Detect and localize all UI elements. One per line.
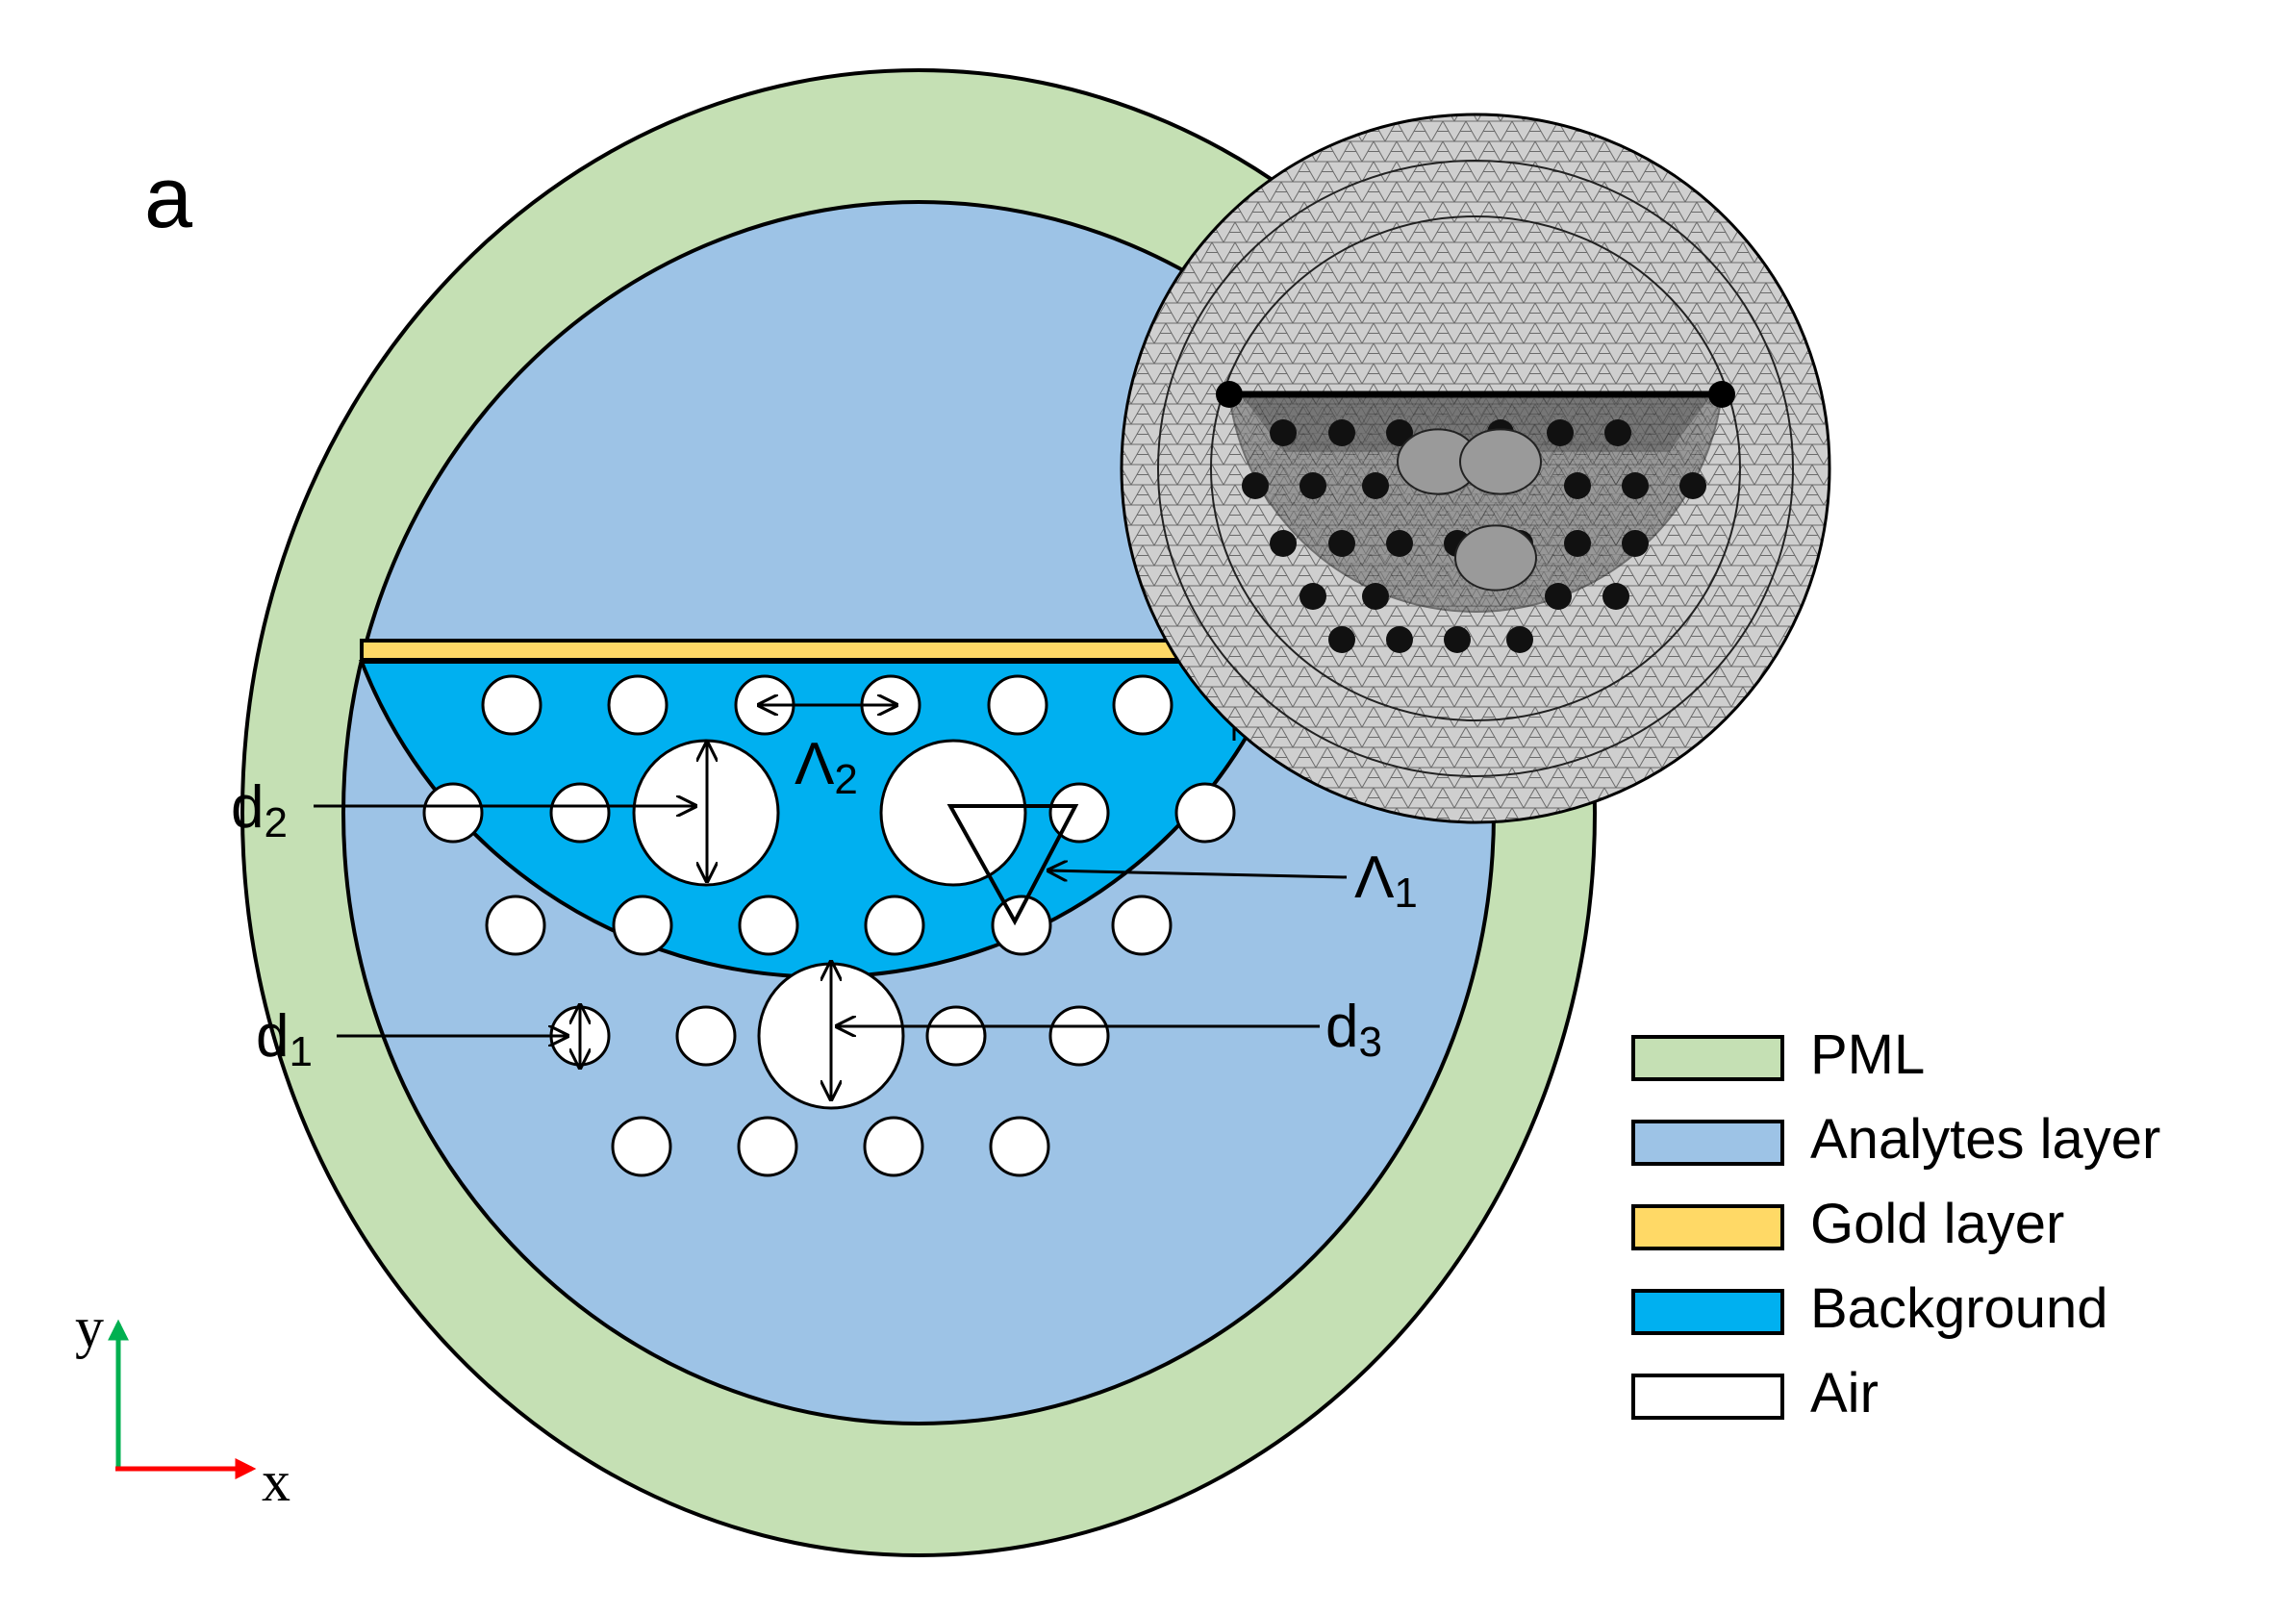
air-hole [1111, 895, 1173, 956]
d3-label: d3 [1325, 994, 1382, 1066]
mesh-hole [1328, 419, 1355, 446]
air-hole [863, 1116, 924, 1177]
mesh-hole [1545, 583, 1572, 610]
legend-item: Air [1631, 1362, 1879, 1425]
legend-label: PML [1810, 1023, 1925, 1086]
mesh-image [1122, 114, 1829, 822]
legend-swatch [1631, 1289, 1784, 1335]
mesh-hole [1386, 626, 1413, 653]
d1-label: d1 [256, 1003, 313, 1075]
mesh-hole [1362, 472, 1389, 499]
mesh-large-hole [1454, 524, 1537, 592]
lambda1-triangle [946, 804, 1079, 926]
air-hole [1048, 782, 1110, 844]
mesh-hole [1564, 530, 1591, 557]
air-hole [675, 1005, 737, 1067]
legend-swatch [1631, 1120, 1784, 1166]
air-hole [612, 895, 673, 956]
air-hole [1048, 1005, 1110, 1067]
lambda1-leader [1048, 870, 1348, 877]
legend-item: Analytes layer [1631, 1108, 2160, 1171]
mesh-hole [1386, 419, 1413, 446]
mesh-hole [1547, 419, 1574, 446]
lambda1-label: Λ1 [1354, 845, 1418, 917]
air-hole [607, 674, 669, 736]
air-hole [1112, 674, 1173, 736]
mesh-hole [1270, 530, 1297, 557]
panel-b: b [1120, 113, 1831, 824]
air-hole [987, 674, 1048, 736]
legend-label: Analytes layer [1810, 1108, 2160, 1171]
air-hole [481, 674, 542, 736]
legend-item: PML [1631, 1023, 1925, 1086]
mesh-hole [1564, 472, 1591, 499]
air-hole [549, 782, 611, 844]
mesh-holes [1242, 419, 1706, 653]
mesh-hole [1362, 583, 1389, 610]
air-hole [422, 782, 484, 844]
legend-item: Background [1631, 1277, 2108, 1340]
air-hole [737, 1116, 798, 1177]
legend-label: Background [1810, 1277, 2108, 1340]
mesh-hole [1270, 419, 1297, 446]
mesh-hole [1679, 472, 1706, 499]
mesh-hole [1242, 472, 1269, 499]
air-hole [864, 895, 925, 956]
mesh-hole [1602, 583, 1629, 610]
legend-label: Gold layer [1810, 1193, 2064, 1255]
x-axis-label: x [262, 1450, 290, 1513]
y-axis-label: y [75, 1296, 104, 1359]
mesh-hole [1506, 626, 1533, 653]
air-hole [485, 895, 546, 956]
mesh-boundary [1120, 113, 1831, 824]
d2-label: d2 [231, 774, 288, 846]
air-hole [989, 1116, 1050, 1177]
mesh-hole [1622, 530, 1649, 557]
mesh-hole [1328, 626, 1355, 653]
legend-swatch [1631, 1035, 1784, 1081]
legend-label: Air [1810, 1362, 1879, 1425]
lambda2-label: Λ2 [795, 731, 858, 803]
air-hole [1174, 782, 1236, 844]
legend-swatch [1631, 1374, 1784, 1420]
mesh-hole [1386, 530, 1413, 557]
air-hole [738, 895, 799, 956]
mesh-hole [1328, 530, 1355, 557]
air-hole [925, 1005, 987, 1067]
mesh-large-hole [1459, 428, 1542, 495]
mesh-hole [1444, 626, 1471, 653]
legend-swatch [1631, 1204, 1784, 1250]
air-hole [611, 1116, 672, 1177]
mesh-hole [1622, 472, 1649, 499]
axes-indicator: y x [75, 1296, 290, 1513]
panel-a-label: a [144, 150, 193, 246]
mesh-hole [1604, 419, 1631, 446]
legend-item: Gold layer [1631, 1193, 2064, 1255]
mesh-hole [1299, 583, 1326, 610]
gold-layer [360, 639, 1285, 662]
mesh-hole [1299, 472, 1326, 499]
